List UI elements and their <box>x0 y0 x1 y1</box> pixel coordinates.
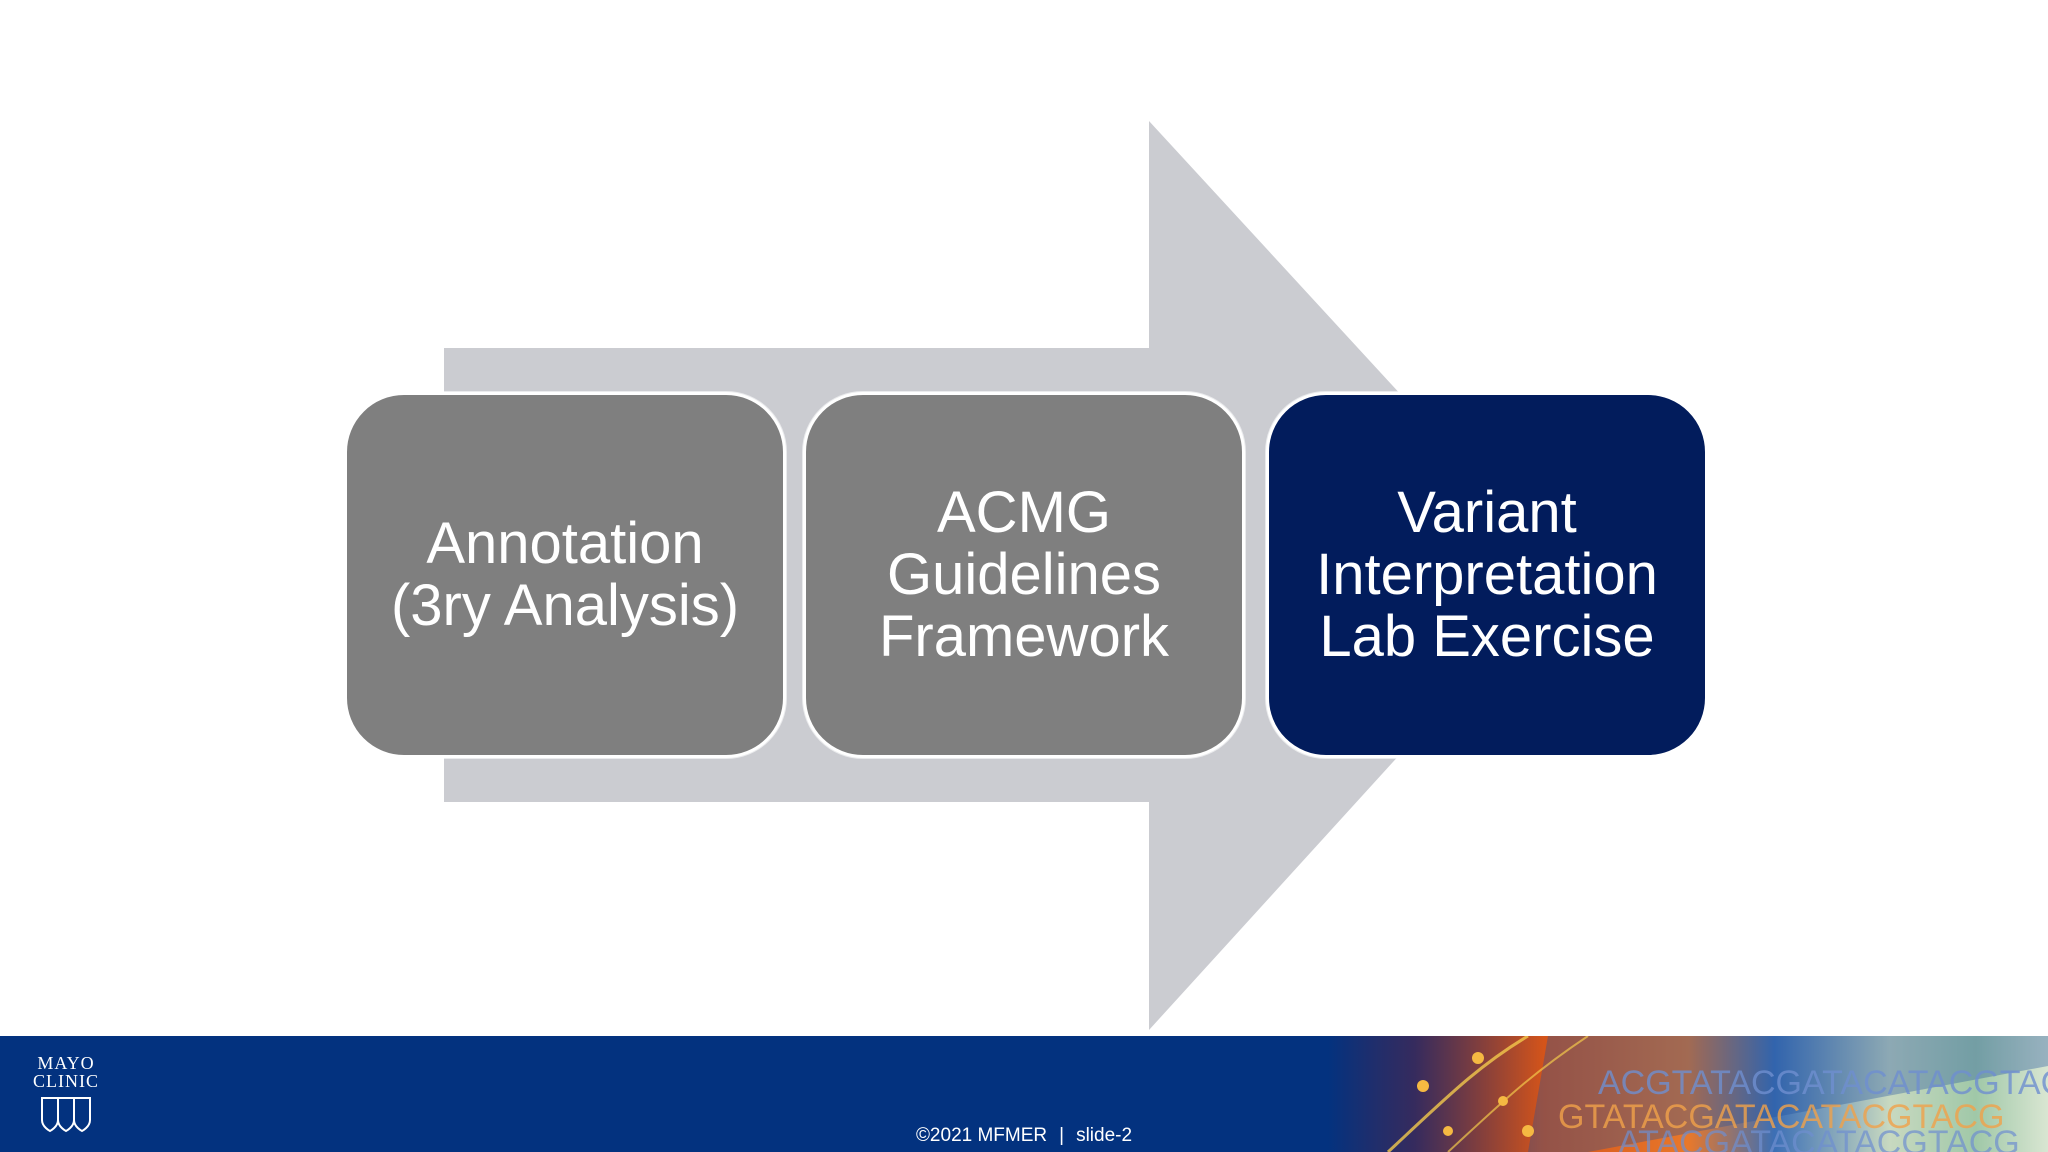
step-acmg-guidelines: ACMG Guidelines Framework <box>803 392 1245 758</box>
svg-text:GTATACGATACATACGTACG: GTATACGATACATACGTACG <box>1558 1098 2004 1136</box>
shield-icon <box>41 1097 91 1133</box>
svg-text:ATACGATACATACGTACG: ATACGATACATACGTACG <box>1618 1124 2020 1152</box>
footer-bar: ACGTATACGATACATACGTACG GTATACGATACATACGT… <box>0 1036 2048 1152</box>
footer-separator: | <box>1059 1125 1065 1146</box>
logo-text-clinic: CLINIC <box>33 1071 99 1091</box>
step-annotation-label: Annotation (3ry Analysis) <box>390 511 740 638</box>
step-annotation: Annotation (3ry Analysis) <box>344 392 786 758</box>
step-variant-interpretation: Variant Interpretation Lab Exercise <box>1266 392 1708 758</box>
logo-text-mayo: MAYO <box>37 1053 95 1073</box>
step-acmg-guidelines-label: ACMG Guidelines Framework <box>878 480 1170 669</box>
copyright-text: ©2021 MFMER <box>915 1125 1048 1146</box>
mayo-clinic-logo: MAYO CLINIC <box>24 1054 108 1144</box>
footer-caption: ©2021 MFMER | slide-2 <box>0 1125 2048 1147</box>
svg-text:ACGTATACGATACATACGTACG: ACGTATACGATACATACGTACG <box>1598 1064 2048 1102</box>
step-variant-interpretation-label: Variant Interpretation Lab Exercise <box>1316 480 1658 669</box>
slide-number: slide-2 <box>1076 1125 1133 1146</box>
dna-banner-image: ACGTATACGATACATACGTACG GTATACGATACATACGT… <box>1328 1036 2048 1152</box>
